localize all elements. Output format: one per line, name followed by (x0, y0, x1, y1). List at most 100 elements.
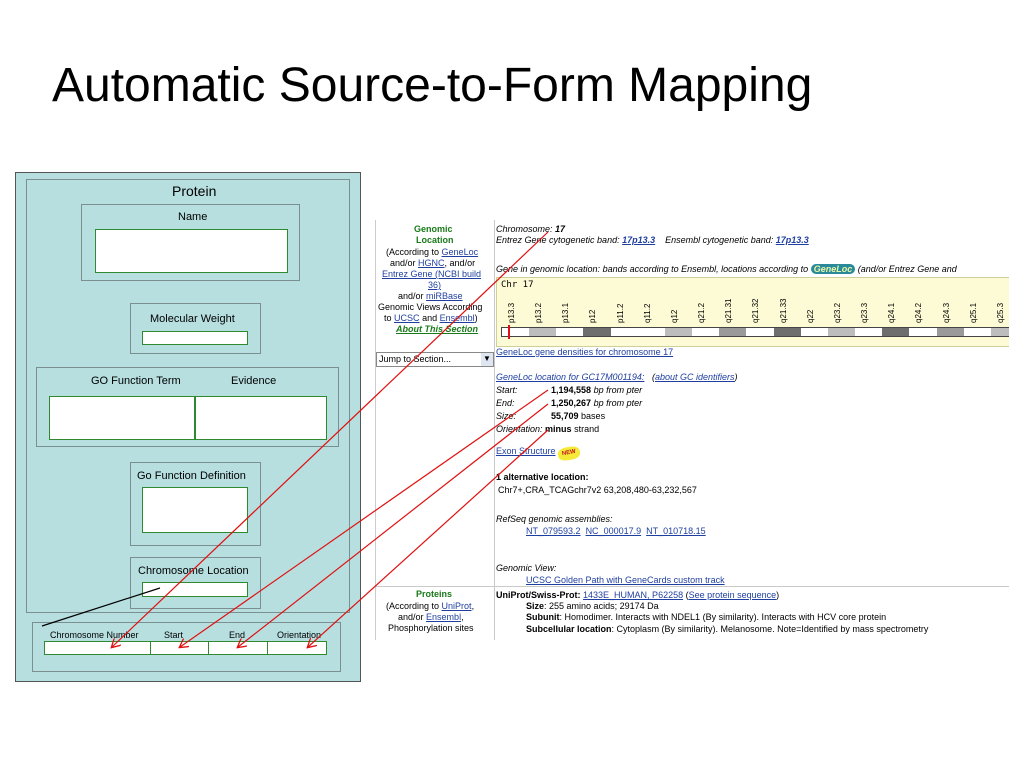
band-label: q25.3 (995, 302, 1005, 323)
chromosome-location-field[interactable] (142, 582, 248, 597)
form-title: Protein (172, 183, 217, 199)
refseq-link-1[interactable]: NT_079593.2 (526, 526, 581, 536)
refseq-link-3[interactable]: NT_010718.15 (646, 526, 706, 536)
chr-label: Chr 17 (501, 280, 534, 290)
molecular-weight-field[interactable] (142, 331, 248, 345)
band-label: q24.2 (914, 302, 924, 323)
protein-size-row: Size: 255 amino acids; 29174 Da (526, 601, 659, 611)
start-label: Start (164, 630, 184, 640)
exon-structure-link[interactable]: Exon Structure (496, 446, 556, 456)
band-label: q23.3 (860, 302, 870, 323)
band-label: q24.3 (941, 302, 951, 323)
end-key: End: (496, 398, 515, 408)
genomic-view-label: Genomic View: (496, 563, 557, 573)
chromosome-number-field[interactable] (44, 641, 151, 655)
gene-location-row: Gene in genomic location: bands accordin… (496, 264, 957, 274)
start-field[interactable] (150, 641, 209, 655)
band-segment (637, 328, 665, 336)
alt-location-value: Chr7+,CRA_TCAGchr7v2 63,208,480-63,232,5… (498, 485, 697, 495)
proteins-heading: Proteins (416, 589, 453, 599)
uniprot-id-link[interactable]: 1433E_HUMAN, P62258 (583, 590, 684, 600)
about-section-link[interactable]: About This Section (396, 324, 478, 334)
genomic-views-text: Genomic Views According (378, 302, 483, 312)
according-text: (According to GeneLoc (386, 247, 479, 257)
protein-form: Protein Name Molecular Weight GO Functio… (15, 172, 361, 682)
phosphorylation-text: Phosphorylation sites (388, 623, 474, 633)
band-segment (990, 328, 1009, 336)
geneloc-location-link[interactable]: GeneLoc location for GC17M001194: (496, 372, 645, 382)
band-label: p11.2 (615, 303, 625, 323)
start-key: Start: (496, 385, 518, 395)
chevron-down-icon[interactable]: ▼ (481, 353, 493, 366)
molecular-weight-label: Molecular Weight (150, 313, 235, 325)
row-divider (376, 586, 1009, 587)
gene-density-link[interactable]: GeneLoc gene densities for chromosome 17 (496, 347, 674, 357)
mirbase-link[interactable]: miRBase (426, 291, 463, 301)
new-badge: NEW (557, 445, 582, 462)
band-label: q21.2 (697, 302, 707, 323)
subunit-row: Subunit: Homodimer. Interacts with NDEL1… (526, 612, 887, 622)
orientation-field[interactable] (267, 641, 327, 655)
jump-to-section-select[interactable]: Jump to Section... ▼ (376, 352, 494, 367)
end-row: 1,250,267 bp from pter (551, 398, 643, 408)
chromosome-value: 17 (555, 224, 566, 234)
band-segment (583, 328, 611, 336)
band-segment (827, 328, 856, 336)
uniprot-link[interactable]: UniProt (441, 601, 472, 611)
ensembl-link[interactable]: Ensembl (439, 313, 475, 323)
band-label: q22 (805, 309, 815, 323)
band-segment (692, 328, 720, 336)
end-value: 1,250,267 (551, 398, 592, 408)
proteins-ensembl-link[interactable]: Ensembl (426, 612, 462, 622)
go-definition-label: Go Function Definition (137, 470, 246, 482)
band-label: q24.1 (887, 302, 897, 323)
entrez-link[interactable]: Entrez Gene (NCBI build (382, 269, 482, 279)
end-field[interactable] (208, 641, 268, 655)
band-segment (556, 328, 584, 336)
band-segment (664, 328, 693, 336)
band-label: q21.33 (778, 298, 788, 323)
genomic-heading-2: Location (416, 235, 454, 245)
genomic-heading-1: Genomic (414, 224, 453, 234)
band-label: q12 (669, 309, 679, 323)
ucsc-ensembl-text: to UCSC and Ensembl) (384, 313, 478, 323)
go-definition-field[interactable] (142, 487, 248, 533)
name-field[interactable] (95, 229, 288, 273)
band-label: q21.31 (724, 298, 734, 323)
entrez-band-link[interactable]: 17p13.3 (622, 235, 656, 245)
orientation-value: minus (545, 424, 572, 434)
refseq-link-2[interactable]: NC_000017.9 (585, 526, 642, 536)
ucsc-link[interactable]: UCSC (394, 313, 420, 323)
evidence-field[interactable] (195, 396, 327, 440)
refseq-label: RefSeq genomic assemblies: (496, 514, 613, 524)
band-segment (936, 328, 964, 336)
band-label: p13.3 (507, 302, 516, 323)
proteins-according: (According to UniProt, (386, 601, 475, 611)
chromosome-ideogram (501, 325, 1009, 339)
band-segment (882, 328, 910, 336)
mirbase-text: and/or miRBase (398, 291, 463, 301)
geneloc-badge[interactable]: GeneLoc (810, 264, 856, 274)
uniprot-row: UniProt/Swiss-Prot: 1433E_HUMAN, P62258 … (496, 590, 780, 600)
genecards-page: Genomic Location (According to GeneLoc a… (375, 220, 1009, 640)
subcellular-row: Subcellular location: Cytoplasm (By simi… (526, 624, 929, 634)
evidence-label: Evidence (231, 375, 277, 387)
band-label: q21.32 (751, 298, 761, 323)
entrez-link-2[interactable]: 36) (428, 280, 442, 290)
see-sequence-link[interactable]: See protein sequence (688, 590, 777, 600)
go-term-field[interactable] (49, 396, 195, 440)
molecular-weight-section (130, 303, 261, 354)
hgnc-link[interactable]: HGNC (418, 258, 445, 268)
ucsc-golden-path-link[interactable]: UCSC Golden Path with GeneCards custom t… (526, 575, 725, 585)
chromosome-number-label: Chromosome Number (50, 630, 139, 640)
about-gc-link[interactable]: about GC identifiers (654, 372, 735, 382)
chromosome-location-label: Chromosome Location (138, 565, 249, 577)
ensembl-band-link[interactable]: 17p13.3 (775, 235, 809, 245)
geneloc-link[interactable]: GeneLoc (441, 247, 479, 257)
refseq-links: NT_079593.2 NC_000017.9 NT_010718.15 (526, 526, 706, 537)
orientation-label: Orientation (277, 630, 322, 640)
band-segment (963, 328, 991, 336)
band-segment (719, 328, 747, 336)
proteins-ensembl: and/or Ensembl, (398, 612, 464, 622)
band-segment (855, 328, 883, 336)
